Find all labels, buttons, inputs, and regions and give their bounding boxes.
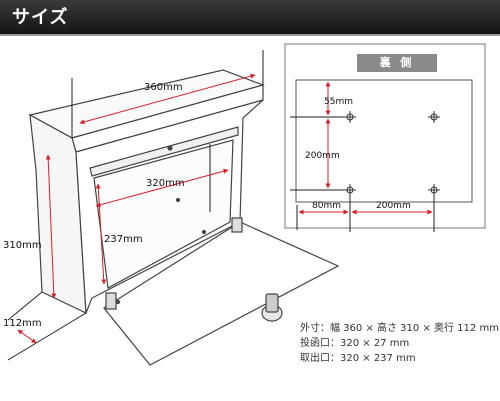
- dim-depth-label: 112mm: [3, 318, 42, 329]
- rear-vertical-spacing-label: 200mm: [305, 151, 340, 161]
- dim-width-label: 360mm: [144, 82, 183, 93]
- mounting-hole-bottom-left: [344, 184, 356, 196]
- spec-label: 投函口：: [300, 338, 340, 349]
- dim-inner-height-label: 237mm: [104, 234, 143, 245]
- front-dimensions: [17, 73, 256, 344]
- page-header: サイズ: [0, 0, 500, 34]
- rear-side-badge: 裏 側: [357, 54, 437, 72]
- page-title: サイズ: [12, 7, 69, 28]
- header-divider: [0, 34, 500, 36]
- spec-row-mail-slot: 投函口：320 × 27 mm: [300, 336, 498, 351]
- spec-row-outer-size: 外寸：幅 360 × 高さ 310 × 奥行 112 mm: [300, 321, 499, 336]
- mounting-hole-top-right: [428, 111, 440, 123]
- hinge-left: [105, 292, 117, 310]
- dim-height-label: 310mm: [3, 240, 42, 251]
- mail-slot: [89, 126, 239, 177]
- rear-dimensions: [298, 81, 433, 215]
- reference-lines: [7, 50, 264, 361]
- mounting-hole-bottom-right: [428, 184, 440, 196]
- rear-panel-inner: [295, 79, 473, 203]
- dim-height-arrow: [45, 154, 57, 299]
- mounting-holes: [344, 111, 440, 196]
- spec-label: 外寸：: [300, 323, 330, 334]
- dim-depth-arrow: [17, 329, 37, 344]
- spec-value: 幅 360 × 高さ 310 × 奥行 112 mm: [330, 323, 499, 334]
- mounting-hole-top-left: [344, 111, 356, 123]
- spec-row-retrieval-opening: 取出口：320 × 237 mm: [300, 351, 498, 366]
- rear-top-offset-label: 55mm: [324, 97, 353, 107]
- spec-list: 外寸：幅 360 × 高さ 310 × 奥行 112 mm 投函口：320 × …: [300, 321, 499, 366]
- rear-left-offset-label: 80mm: [312, 201, 341, 211]
- dim-inner-width-arrow: [95, 168, 229, 208]
- dim-width-arrow: [79, 73, 256, 125]
- dim-inner-width-label: 320mm: [146, 178, 185, 189]
- dim-inner-height-arrow: [95, 183, 107, 285]
- open-door: [103, 221, 340, 366]
- spec-label: 取出口：: [300, 353, 340, 364]
- spec-value: 320 × 27 mm: [340, 338, 410, 349]
- rear-horizontal-spacing-label: 200mm: [376, 201, 411, 211]
- hinge-right: [231, 217, 243, 233]
- spec-value: 320 × 237 mm: [340, 353, 416, 364]
- rear-guides: [290, 116, 435, 232]
